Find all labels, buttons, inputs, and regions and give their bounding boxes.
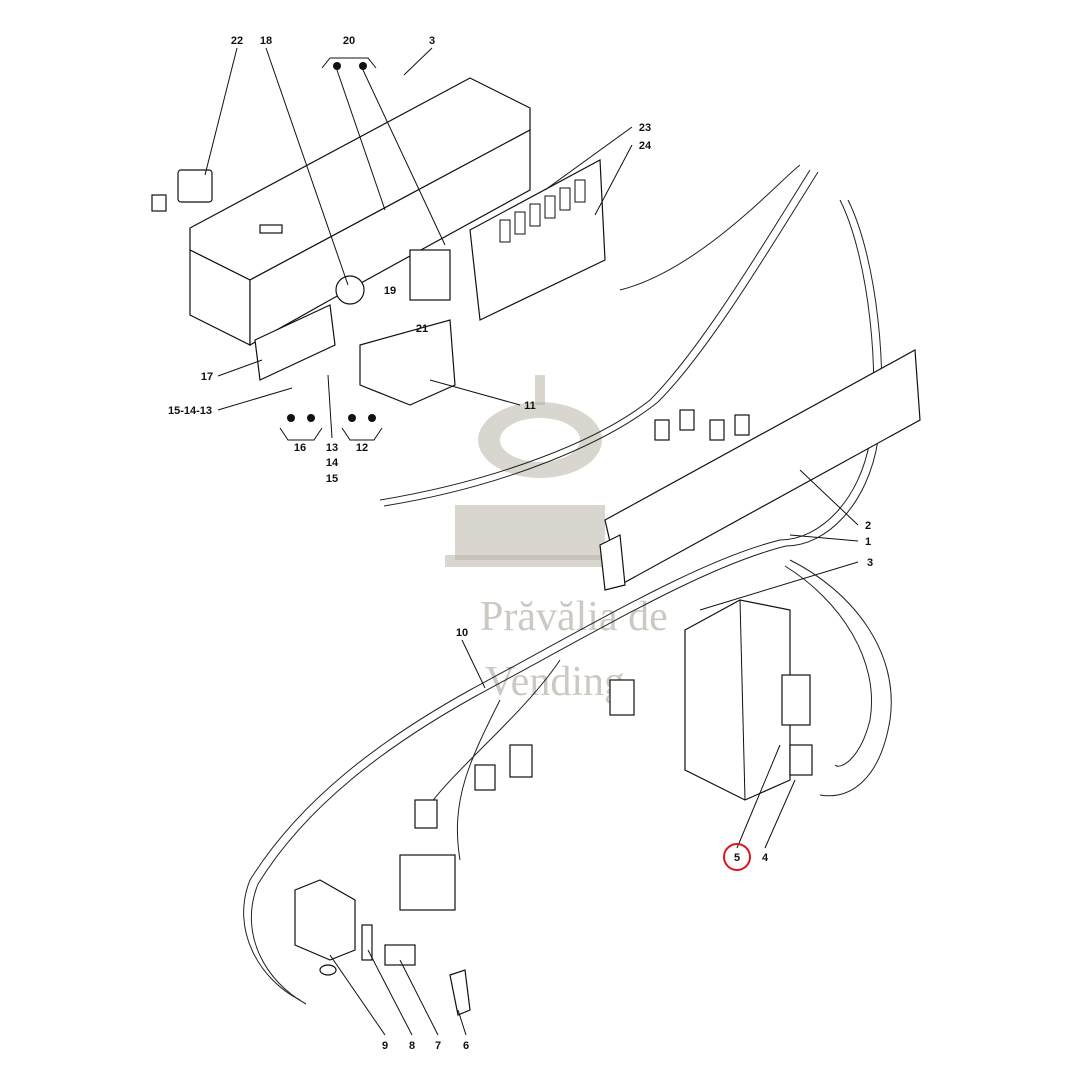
highlight-circle <box>723 843 751 871</box>
side-rail <box>599 349 921 591</box>
label-19: 19 <box>384 285 396 297</box>
label-8: 8 <box>409 1040 415 1052</box>
label-15-14-13: 15-14-13 <box>168 405 212 417</box>
relay-box <box>684 599 813 801</box>
label-16: 16 <box>294 442 306 454</box>
label-3-top: 3 <box>429 35 435 47</box>
label-10: 10 <box>456 627 468 639</box>
part-labels: 22 18 20 3 23 24 19 21 17 15-14-13 16 13… <box>168 35 873 1052</box>
part-22-sensor <box>151 169 213 212</box>
leader-lines <box>204 47 859 1036</box>
label-23: 23 <box>639 122 651 134</box>
watermark-text-line1: Prăvălia de <box>480 594 668 640</box>
label-13: 13 <box>326 442 338 454</box>
label-20: 20 <box>343 35 355 47</box>
bracket-9 <box>294 879 471 1016</box>
label-12: 12 <box>356 442 368 454</box>
label-1: 1 <box>865 536 871 548</box>
label-18: 18 <box>260 35 272 47</box>
label-14: 14 <box>326 457 339 469</box>
label-5: 5 <box>734 852 740 864</box>
label-24: 24 <box>639 140 652 152</box>
label-17: 17 <box>201 371 213 383</box>
label-2: 2 <box>865 520 871 532</box>
label-11: 11 <box>524 400 536 412</box>
circuit-board <box>469 159 606 321</box>
label-22: 22 <box>231 35 243 47</box>
label-6: 6 <box>463 1040 469 1052</box>
label-4: 4 <box>762 852 769 864</box>
module-11 <box>359 249 456 406</box>
label-15: 15 <box>326 473 338 485</box>
terminal-strip <box>254 304 336 381</box>
label-9: 9 <box>382 1040 388 1052</box>
watermark-text-line2: Vending <box>485 659 625 705</box>
label-7: 7 <box>435 1040 441 1052</box>
connectors <box>399 409 750 911</box>
label-3-right: 3 <box>867 557 873 569</box>
label-21: 21 <box>416 323 428 335</box>
control-box <box>189 77 531 347</box>
